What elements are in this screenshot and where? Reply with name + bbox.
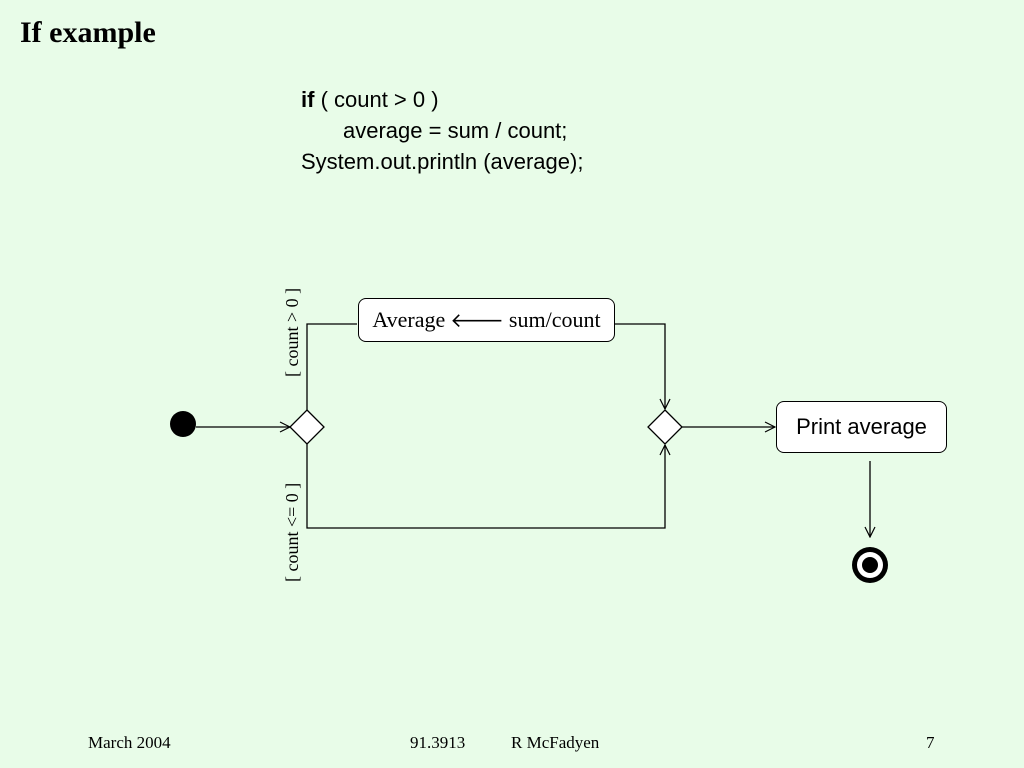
guard-count-nonpositive: [ count <= 0 ]: [282, 482, 302, 582]
flow-false-to-merge: [306, 444, 665, 529]
action-average: Average 🡐 sum/count: [358, 298, 615, 342]
decision-node: [289, 409, 325, 445]
action-average-prefix: Average: [372, 307, 446, 332]
code-line-print: System.out.println (average);: [301, 149, 584, 174]
code-snippet: if ( count > 0 ) average = sum / count; …: [301, 84, 583, 177]
flow-average-to-merge: [615, 323, 665, 409]
slide-title: If example: [20, 16, 156, 49]
if-keyword: if: [301, 87, 315, 112]
left-arrow-icon: 🡐: [450, 308, 504, 332]
merge-node: [647, 409, 683, 445]
footer-course: 91.3913: [410, 733, 466, 752]
action-print-average: Print average: [776, 401, 947, 453]
code-line-assignment: average = sum / count;: [343, 118, 568, 143]
flow-true-to-average: [306, 323, 357, 410]
guard-count-positive: [ count > 0 ]: [282, 287, 302, 377]
initial-node: [170, 411, 196, 437]
footer-author: R McFadyen: [511, 733, 600, 752]
footer-date: March 2004: [88, 733, 171, 752]
final-node: [852, 547, 888, 583]
code-line-if: if ( count > 0 ): [301, 84, 583, 115]
if-condition: ( count > 0 ): [314, 87, 439, 112]
footer-page-number: 7: [926, 733, 935, 752]
action-average-suffix: sum/count: [508, 307, 601, 332]
